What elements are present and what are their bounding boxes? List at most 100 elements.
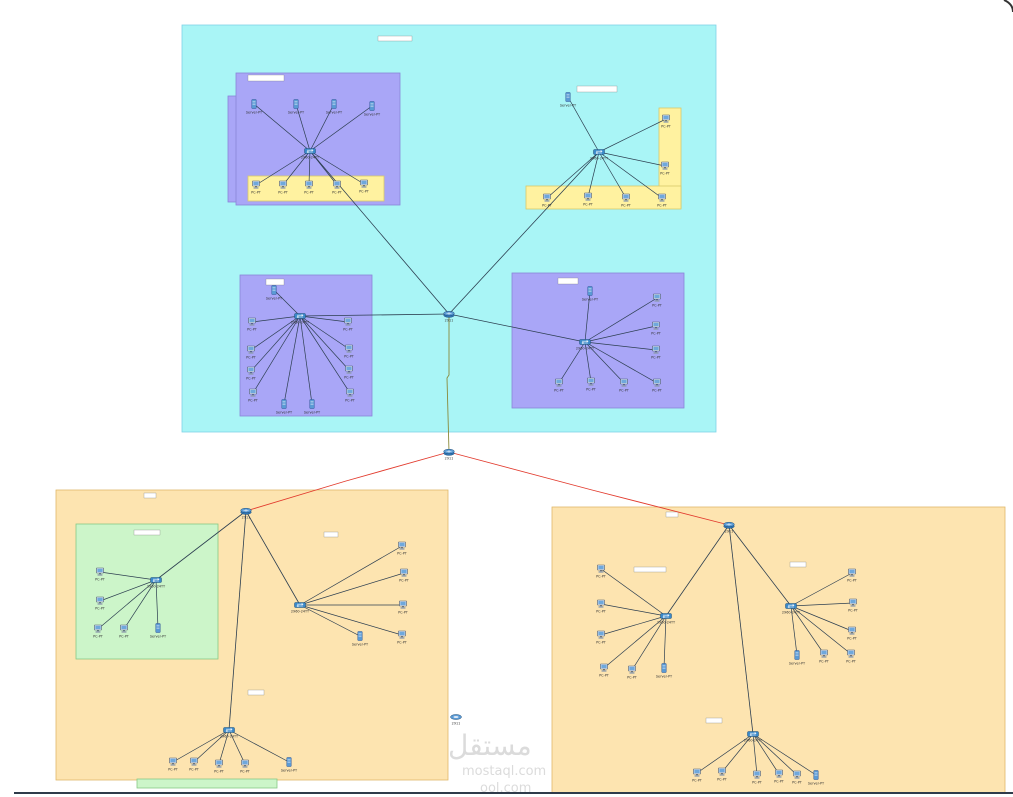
device-bl2-pc3[interactable]: PC-PT [397, 630, 408, 645]
link-mr_sw-mr_pc1[interactable] [584, 325, 657, 343]
device-ml-pc6[interactable]: PC-PT [248, 388, 259, 403]
link-bl_sw3-bl3_pc3[interactable] [228, 729, 246, 765]
device-br-sw1[interactable]: 2960-24TT [657, 613, 676, 625]
device-cloud[interactable]: 2911 [450, 714, 462, 726]
device-ml-pc7[interactable]: PC-PT [345, 388, 356, 403]
device-br-sw3[interactable]: 2960-24TT [744, 731, 763, 743]
link-core-tl_sw[interactable] [309, 150, 450, 315]
link-ml_sw-ml_pc7[interactable] [299, 315, 351, 394]
link-br_sw1-br1_pc4[interactable] [631, 615, 667, 671]
link-tl_sw-tl_srv0[interactable] [253, 103, 311, 152]
link-bl_sw1-bl1_pc3[interactable] [123, 579, 157, 630]
link-ml_sw-ml_pc2[interactable] [250, 315, 301, 351]
device-tr-srv[interactable]: Server-PT [560, 92, 577, 108]
link-tr_sw-tr_pc1[interactable] [598, 151, 666, 167]
link-core-wan[interactable] [446, 314, 450, 453]
device-bl1-srv[interactable]: Server-PT [150, 623, 167, 639]
link-ml_sw-ml_pc6[interactable] [252, 315, 301, 394]
link-ml_sw-ml_pc0[interactable] [251, 315, 301, 323]
device-ml-pc1[interactable]: PC-PT [343, 317, 354, 332]
device-tl-pc3[interactable]: PC-PT [332, 180, 343, 195]
device-tr-sw[interactable]: 2960-24TT [590, 149, 609, 161]
device-bl-sw3[interactable]: 2960-24TT [220, 727, 239, 739]
link-br_sw1-br1_srv[interactable] [663, 615, 667, 669]
device-bl2-pc0[interactable]: PC-PT [397, 541, 408, 556]
link-bl_sw1-bl1_pc2[interactable] [97, 579, 157, 630]
device-br3-pc0[interactable]: PC-PT [692, 768, 703, 783]
link-br_sw2-br2_pc2[interactable] [790, 605, 853, 632]
device-tl-srv1[interactable]: Server-PT [288, 99, 305, 115]
zone-b-topright[interactable] [525, 185, 682, 210]
device-br1-pc2[interactable]: PC-PT [596, 630, 607, 645]
device-core[interactable]: 2911 [443, 310, 455, 323]
link-tr_sw-tr_pc5[interactable] [598, 151, 663, 199]
device-ml-srv-b0[interactable]: Server-PT [276, 399, 293, 415]
link-ml_sw-ml_srv_b1[interactable] [299, 315, 313, 405]
device-bl-sw2[interactable]: 2960-24TT [291, 602, 310, 614]
link-br_sw3-br3_pc0[interactable] [696, 733, 754, 774]
device-br1-pc4[interactable]: PC-PT [627, 665, 638, 680]
device-mr-pc6[interactable]: PC-PT [652, 378, 663, 393]
link-bl_rt-bl_sw2[interactable] [245, 510, 301, 606]
link-bl_sw2-bl2_pc0[interactable] [299, 545, 403, 606]
link-mr_sw-mr_pc4[interactable] [584, 341, 592, 383]
link-tl_sw-tl_srv1[interactable] [295, 103, 311, 152]
device-mr-srv[interactable]: Server-PT [582, 286, 599, 302]
device-br2-pc4[interactable]: PC-PT [819, 649, 830, 664]
link-bl_sw2-bl2_pc3[interactable] [299, 604, 403, 636]
link-br_sw2-br2_srv[interactable] [790, 605, 798, 656]
link-br_sw2-br2_pc3[interactable] [790, 605, 852, 655]
device-br2-pc1[interactable]: PC-PT [848, 598, 859, 613]
device-bl2-pc1[interactable]: PC-PT [399, 568, 410, 583]
device-br-sw2[interactable]: 2960-24TT [782, 603, 801, 615]
link-mr_sw-mr_srv[interactable] [584, 290, 591, 343]
device-ml-pc2[interactable]: PC-PT [246, 345, 257, 360]
device-mr-pc5[interactable]: PC-PT [619, 378, 630, 393]
link-br_sw3-br3_srv[interactable] [752, 733, 817, 776]
link-ml_sw-ml_pc3[interactable] [299, 315, 350, 350]
link-bl_rt-bl_sw1[interactable] [155, 510, 247, 581]
device-ml-srv-b1[interactable]: Server-PT [304, 399, 321, 415]
device-tr-pc4[interactable]: PC-PT [621, 193, 632, 208]
link-tr_sw-tr_pc2[interactable] [546, 151, 600, 199]
device-tl-pc0[interactable]: PC-PT [251, 180, 262, 195]
link-br_sw1-br1_pc0[interactable] [600, 568, 667, 617]
link-br_sw2-br2_pc1[interactable] [790, 602, 854, 607]
link-bl_sw3-bl3_pc2[interactable] [218, 729, 230, 765]
device-bl1-pc0[interactable]: PC-PT [95, 567, 106, 582]
link-br_rt-br_sw3[interactable] [728, 524, 754, 735]
link-tl_sw-tl_pc0[interactable] [255, 150, 311, 186]
link-bl_sw2-bl2_srv[interactable] [299, 604, 361, 637]
device-tl-sw[interactable]: 2960-24TT [301, 148, 320, 160]
zone-branch-left-sub[interactable] [75, 523, 219, 660]
link-ml_sw-ml_srv[interactable] [273, 289, 301, 317]
link-tl_sw-tl_pc2[interactable] [308, 150, 311, 186]
device-br3-pc3[interactable]: PC-PT [774, 769, 785, 784]
wan-link-left[interactable] [245, 451, 450, 512]
device-mr-pc2[interactable]: PC-PT [651, 345, 662, 360]
device-tl-srv2[interactable]: Server-PT [326, 99, 343, 115]
link-bl_sw2-bl2_pc1[interactable] [299, 572, 405, 606]
link-tl_sw-tl_srv3[interactable] [309, 105, 373, 152]
link-bl_rt-bl_sw3[interactable] [228, 510, 247, 731]
device-bl3-pc2[interactable]: PC-PT [214, 759, 225, 774]
link-core-mr_sw[interactable] [448, 313, 586, 343]
device-bl1-pc3[interactable]: PC-PT [119, 624, 130, 639]
device-br-rt[interactable]: 2911 [723, 521, 735, 534]
device-br3-pc2[interactable]: PC-PT [752, 770, 763, 785]
device-ml-pc3[interactable]: PC-PT [344, 344, 355, 359]
device-br2-pc2[interactable]: PC-PT [847, 626, 858, 641]
link-br_sw1-br1_pc3[interactable] [603, 615, 667, 669]
device-bl3-pc0[interactable]: PC-PT [168, 757, 179, 772]
device-bl1-pc1[interactable]: PC-PT [95, 596, 106, 611]
device-ml-srv[interactable]: Server-PT [266, 285, 283, 301]
device-bl2-srv[interactable]: Server-PT [352, 631, 369, 647]
link-br_rt-br_sw1[interactable] [665, 524, 730, 617]
link-tl_sw-tl_pc1[interactable] [282, 150, 311, 186]
link-br_sw2-br2_pc0[interactable] [790, 572, 853, 607]
device-ml-sw[interactable]: 2960-24TT [291, 313, 310, 325]
link-bl_sw1-bl1_srv[interactable] [155, 579, 159, 629]
device-tl-pc2[interactable]: PC-PT [304, 180, 315, 195]
device-ml-pc4[interactable]: PC-PT [246, 366, 257, 381]
device-mr-pc0[interactable]: PC-PT [652, 293, 663, 308]
